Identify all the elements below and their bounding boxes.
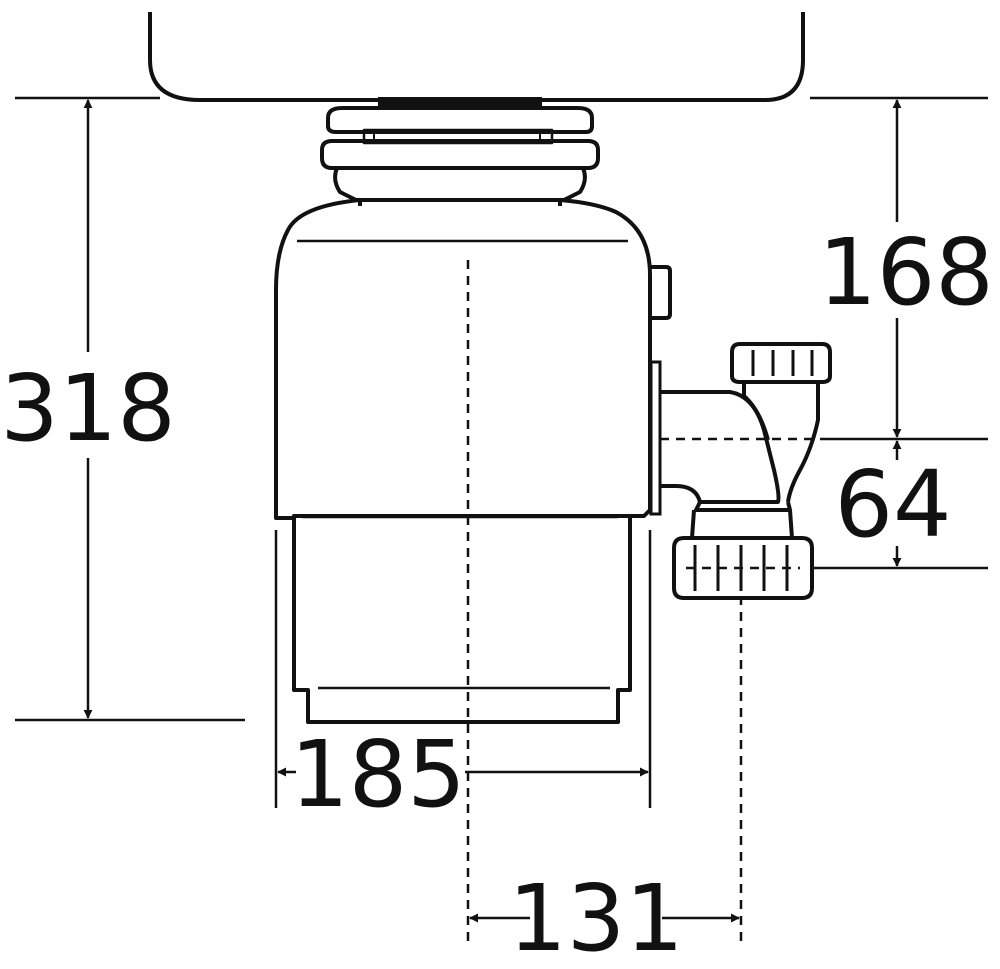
- sink-flange: [378, 97, 542, 107]
- dimension-lines: [83, 99, 902, 923]
- upper-body: [274, 198, 652, 520]
- dim-318-label: 318: [0, 355, 176, 462]
- extension-lines: [15, 96, 988, 808]
- dim-168-label: 168: [818, 219, 994, 326]
- sink-basin: [148, 12, 805, 102]
- top-compression-nut: [730, 342, 832, 384]
- centerlines: [466, 260, 822, 945]
- dim-185-label: 185: [290, 721, 466, 828]
- outlet-pipe: [660, 382, 820, 540]
- side-inlet-plate: [649, 360, 662, 516]
- mounting-collar: [320, 106, 600, 206]
- dim-131-label: 131: [508, 865, 684, 969]
- dim-64-label: 64: [834, 451, 951, 558]
- side-switch: [651, 265, 672, 320]
- lower-body: [292, 518, 632, 724]
